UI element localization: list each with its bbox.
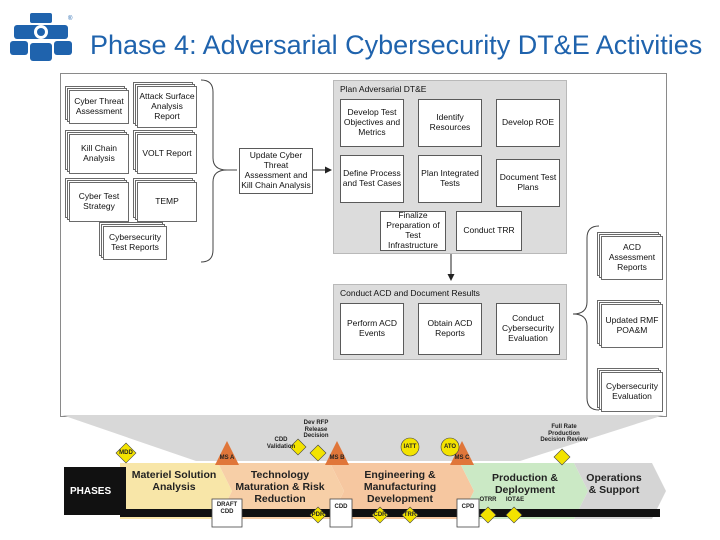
- event-iote: IOT&E: [505, 497, 525, 503]
- plan-step-finalize-infrastructure: Finalize Preparation of Test Infrastruct…: [380, 211, 446, 251]
- input-doc-label: TEMP: [137, 182, 197, 222]
- decision-full-rate-production: Full Rate Production Decision Review: [540, 424, 588, 444]
- doc-cpd: CPD: [461, 504, 475, 510]
- plan-step-develop-roe: Develop ROE: [496, 99, 560, 147]
- output-doc-rmf-poam: Updated RMF POA&M: [597, 300, 663, 348]
- event-pdr: PDR: [311, 512, 325, 518]
- page-title: Phase 4: Adversarial Cybersecurity DT&E …: [90, 30, 703, 60]
- input-doc-label: VOLT Report: [137, 134, 197, 174]
- output-doc-acd-assessment: ACD Assessment Reports: [597, 232, 663, 280]
- plan-step-define-process: Define Process and Test Cases: [340, 155, 404, 203]
- conduct-step-cyber-evaluation: Conduct Cybersecurity Evaluation: [496, 303, 560, 355]
- connector-lines: [200, 79, 600, 411]
- process-diagram: Cyber Threat Assessment Attack Surface A…: [60, 73, 667, 417]
- output-doc-label: Updated RMF POA&M: [601, 304, 663, 348]
- conduct-panel-title: Conduct ACD and Document Results: [340, 288, 480, 298]
- update-threat-assessment-step: Update Cyber Threat Assessment and Kill …: [239, 148, 313, 194]
- plan-step-document-test-plans: Document Test Plans: [496, 159, 560, 207]
- plan-adversarial-panel: Plan Adversarial DT&E Develop Test Objec…: [333, 80, 567, 254]
- output-doc-label: ACD Assessment Reports: [601, 236, 663, 280]
- input-doc-cyber-test-strategy: Cyber Test Strategy: [65, 178, 129, 222]
- input-doc-temp: TEMP: [133, 178, 197, 222]
- milestone-ms-c: MS C: [454, 455, 470, 461]
- event-trr: TRR: [403, 512, 417, 518]
- acquisition-timeline-graphic: [62, 415, 666, 528]
- input-doc-label: Attack Surface Analysis Report: [137, 86, 197, 128]
- phases-label: PHASES: [70, 486, 112, 497]
- phase-operations-support: Operations & Support: [586, 472, 642, 497]
- decision-dev-rfp: Dev RFP Release Decision: [303, 420, 329, 440]
- phase-engineering-manufacturing: Engineering & Manufacturing Development: [363, 469, 437, 506]
- svg-text:®: ®: [68, 15, 73, 22]
- output-doc-cyber-evaluation: Cybersecurity Evaluation: [597, 368, 663, 412]
- decision-cdd-validation: CDD Validation: [266, 437, 296, 450]
- input-doc-attack-surface: Attack Surface Analysis Report: [133, 82, 197, 128]
- plan-step-conduct-trr: Conduct TRR: [456, 211, 522, 251]
- input-doc-volt-report: VOLT Report: [133, 130, 197, 174]
- event-otrr: OTRR: [479, 497, 497, 503]
- phase-technology-maturation: Technology Maturation & Risk Reduction: [235, 469, 325, 506]
- milestone-ms-b: MS B: [329, 455, 345, 461]
- input-doc-label: Cyber Test Strategy: [69, 182, 129, 222]
- input-doc-label: Cyber Threat Assessment: [69, 90, 129, 124]
- output-doc-label: Cybersecurity Evaluation: [601, 372, 663, 412]
- decision-ato: ATO: [443, 444, 457, 450]
- plan-step-integrated-tests: Plan Integrated Tests: [418, 155, 482, 203]
- input-doc-kill-chain: Kill Chain Analysis: [65, 130, 129, 174]
- dod-logo-icon: ®: [10, 13, 73, 61]
- input-doc-cybersecurity-test-reports: Cybersecurity Test Reports: [99, 222, 167, 260]
- decision-iatt: IATT: [403, 444, 417, 450]
- doc-cdd: CDD: [334, 504, 348, 510]
- phase-production-deployment: Production & Deployment: [492, 472, 558, 497]
- conduct-step-obtain-reports: Obtain ACD Reports: [418, 303, 482, 355]
- input-doc-label: Cybersecurity Test Reports: [103, 226, 167, 260]
- phase-materiel-solution-analysis: Materiel Solution Analysis: [131, 469, 217, 494]
- doc-draft-cdd: DRAFT CDD: [216, 502, 238, 515]
- plan-step-test-objectives: Develop Test Objectives and Metrics: [340, 99, 404, 147]
- conduct-step-perform-acd: Perform ACD Events: [340, 303, 404, 355]
- input-doc-label: Kill Chain Analysis: [69, 134, 129, 174]
- plan-step-identify-resources: Identify Resources: [418, 99, 482, 147]
- decision-mdd: MDD: [119, 450, 133, 456]
- plan-panel-title: Plan Adversarial DT&E: [340, 84, 427, 94]
- input-doc-cyber-threat-assessment: Cyber Threat Assessment: [65, 86, 129, 124]
- conduct-acd-panel: Conduct ACD and Document Results Perform…: [333, 284, 567, 360]
- event-cdr: CDR: [373, 512, 387, 518]
- milestone-ms-a: MS A: [219, 455, 235, 461]
